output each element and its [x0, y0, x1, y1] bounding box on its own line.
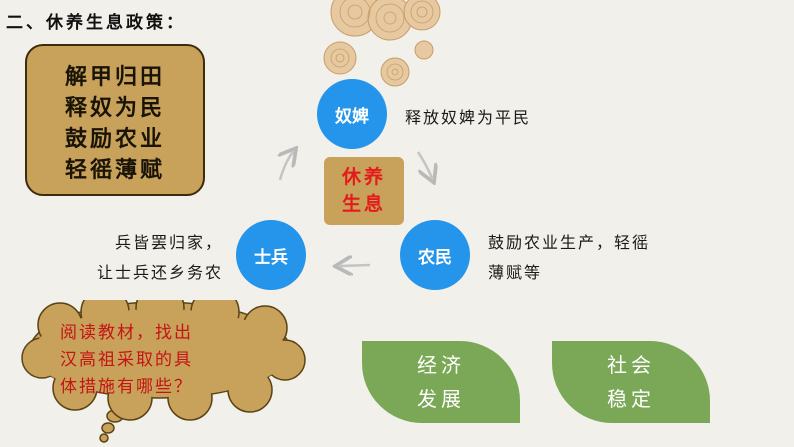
desc-slaves: 释放奴婢为平民 — [405, 103, 531, 133]
policy-item: 轻徭薄赋 — [64, 158, 165, 183]
center-line: 生息 — [341, 193, 386, 215]
result-line: 经济 — [417, 353, 465, 377]
center-rest-recuperate: 休养 生息 — [324, 157, 404, 225]
result-line: 稳定 — [607, 387, 655, 411]
section-heading: 二、休养生息政策： — [6, 13, 186, 33]
node-soldiers: 士兵 — [236, 220, 306, 290]
result-economy: 经济 发展 — [362, 341, 520, 423]
flower-decoration — [323, 0, 441, 87]
arrow-right-to-left — [340, 265, 371, 266]
result-society: 社会 稳定 — [552, 341, 710, 423]
question-line: 体措施有哪些？ — [60, 377, 193, 397]
desc-line: 鼓励农业生产，轻徭 — [488, 233, 651, 252]
desc-line: 兵皆罢归家， — [114, 233, 223, 252]
result-line: 社会 — [607, 353, 655, 377]
policy-item: 解甲归田 — [64, 65, 165, 90]
desc-line: 薄赋等 — [488, 263, 543, 282]
desc-line: 释放奴婢为平民 — [405, 108, 532, 127]
desc-line: 让士兵还乡务农 — [96, 263, 223, 282]
policy-item: 鼓励农业 — [64, 127, 165, 152]
node-farmers: 农民 — [400, 220, 470, 290]
question-text: 阅读教材，找出 汉高祖采取的具 体措施有哪些？ — [60, 320, 300, 401]
desc-soldiers: 兵皆罢归家， 让士兵还乡务农 — [75, 228, 223, 288]
node-slaves: 奴婢 — [317, 79, 387, 149]
desc-farmers: 鼓励农业生产，轻徭 薄赋等 — [488, 228, 650, 288]
question-line: 阅读教材，找出 — [60, 323, 193, 343]
center-line: 休养 — [341, 166, 386, 188]
arrow-top-to-right — [416, 151, 432, 178]
arrow-left-to-top — [280, 152, 293, 181]
thought-cloud — [21, 300, 306, 443]
policy-list-box: 解甲归田 释奴为民 鼓励农业 轻徭薄赋 — [25, 44, 205, 196]
result-line: 发展 — [417, 387, 465, 411]
question-line: 汉高祖采取的具 — [60, 350, 193, 370]
policy-item: 释奴为民 — [64, 96, 165, 121]
